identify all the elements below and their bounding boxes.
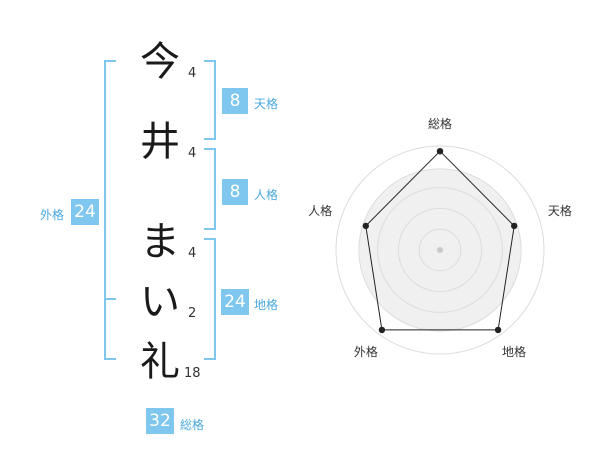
radar-grid — [335, 145, 545, 355]
stroke-count-5: 18 — [184, 366, 201, 381]
stroke-count-3: 4 — [188, 246, 197, 261]
chikaku-label: 地格 — [254, 298, 279, 312]
radar-axis-label-5: 人格 — [308, 203, 332, 218]
radar-axis-label-3: 地格 — [502, 344, 526, 359]
radar-grid-ring-2 — [397, 207, 483, 293]
name-char-2: 井 — [140, 119, 180, 165]
name-char-5: 礼 — [140, 339, 180, 385]
radar-point-3 — [494, 326, 502, 334]
gaikaku-bracket — [104, 60, 116, 360]
radar-grid-ring-5 — [335, 145, 545, 355]
chikaku-badge: 24 — [221, 289, 249, 315]
radar-axis-label-4: 外格 — [354, 344, 378, 359]
radar-points — [362, 148, 518, 334]
radar-point-2 — [510, 222, 518, 230]
radar-grid-ring-3 — [377, 187, 503, 313]
jinkaku-label: 人格 — [254, 188, 279, 202]
gaikaku-bracket-inner — [104, 298, 116, 300]
name-char-1: 今 — [140, 39, 180, 85]
radar-point-1 — [436, 148, 444, 155]
radar-point-5 — [362, 222, 370, 230]
jinkaku-bracket — [204, 148, 216, 230]
tenkaku-badge: 8 — [222, 88, 248, 114]
radar-axis-label-1: 総格 — [428, 116, 452, 131]
soukaku-label: 総格 — [180, 418, 205, 432]
radar-grid-ring-1 — [418, 228, 462, 272]
name-char-3: ま — [140, 219, 180, 265]
radar-series-shape — [365, 150, 515, 331]
radar-point-4 — [378, 326, 386, 334]
tenkaku-label: 天格 — [254, 97, 279, 111]
radar-grid-ring-4 — [358, 168, 522, 332]
stroke-count-4: 2 — [188, 306, 197, 321]
stroke-count-2: 4 — [188, 146, 197, 161]
radar-axis-label-2: 天格 — [548, 203, 572, 218]
radar-center-dot — [437, 247, 443, 253]
gaikaku-label: 外格 — [40, 208, 65, 222]
jinkaku-badge: 8 — [222, 179, 248, 205]
soukaku-badge: 32 — [146, 408, 174, 434]
gaikaku-badge: 24 — [71, 199, 99, 225]
chikaku-bracket — [204, 238, 216, 360]
name-char-4: い — [140, 279, 180, 325]
stroke-count-1: 4 — [188, 66, 197, 81]
tenkaku-bracket — [204, 60, 216, 140]
